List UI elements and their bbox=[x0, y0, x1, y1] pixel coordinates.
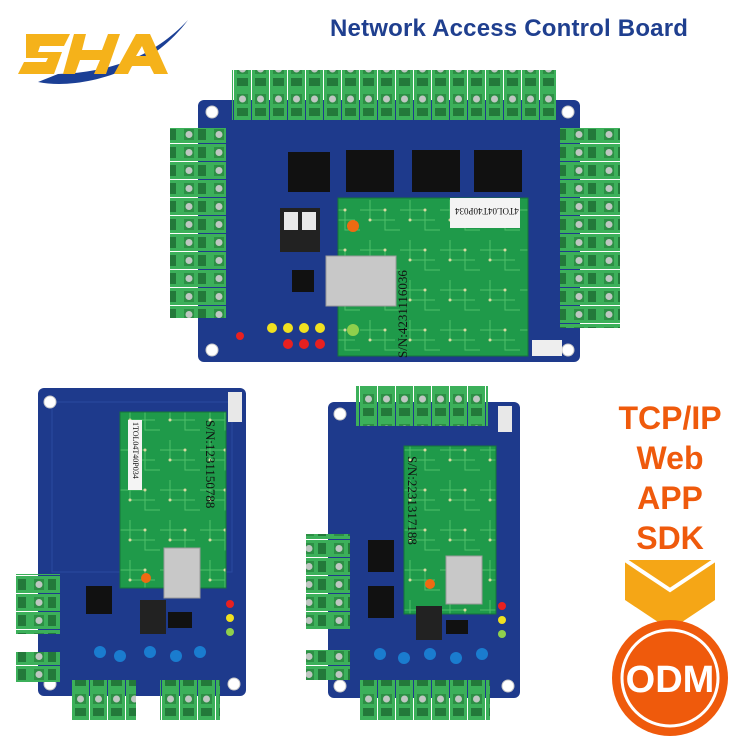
feature-web: Web bbox=[636, 440, 704, 476]
board-1-door bbox=[16, 388, 246, 720]
page-title: Network Access Control Board bbox=[330, 15, 689, 42]
serial-1-door: S/N:1231150788 bbox=[203, 420, 218, 509]
odm-label: ODM bbox=[626, 659, 715, 701]
feature-sdk: SDK bbox=[636, 520, 704, 556]
sticker-4-door: 4TOL04T40P034 bbox=[455, 206, 519, 216]
feature-tcpip: TCP/IP bbox=[618, 400, 722, 436]
odm-badge: ODM bbox=[612, 560, 728, 736]
sticker-1-door: 1TOL04T40P034 bbox=[131, 422, 140, 479]
feature-app: APP bbox=[637, 480, 703, 516]
board-2-door bbox=[306, 386, 520, 720]
serial-2-door: S/N:2231317188 bbox=[405, 456, 420, 545]
board-4-door bbox=[170, 70, 620, 362]
serial-4-door: S/N:4231116036 bbox=[395, 270, 410, 358]
sha-logo bbox=[18, 20, 188, 84]
